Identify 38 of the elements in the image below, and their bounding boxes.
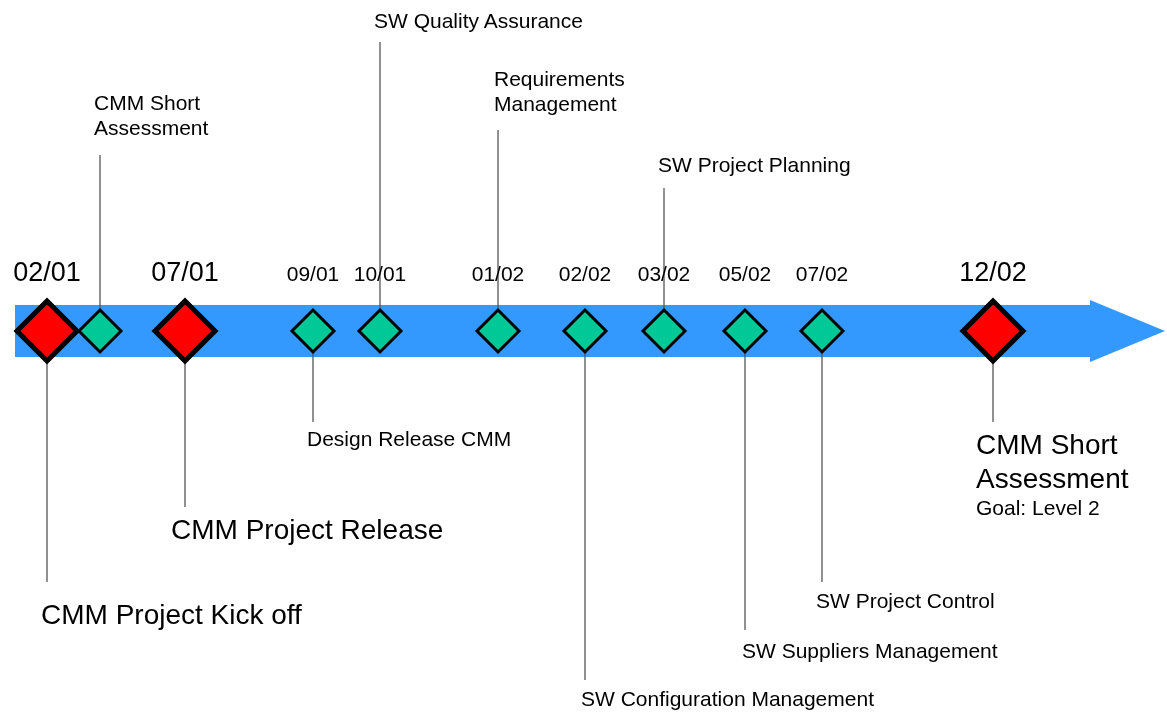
milestone-diamond [289,307,337,355]
milestone-diamond [474,307,522,355]
milestone-diamond [721,307,769,355]
leader-line [312,351,314,423]
date-label: 12/02 [958,256,1028,289]
leader-line [379,41,381,311]
milestone-diamond [561,307,609,355]
milestone-label: CMM Project Release [171,513,444,547]
milestone-label: Design Release CMM [307,426,512,452]
date-label: 07/01 [150,256,220,289]
milestone-diamond [76,307,124,355]
leader-line [744,351,746,631]
milestone-diamond [356,307,404,355]
milestone-diamond [150,296,220,366]
milestone-diamond [798,307,846,355]
milestone-label: Requirements Management [494,66,669,117]
date-label: 07/02 [794,261,850,287]
milestone-label: SW Configuration Management [581,686,874,712]
date-label: 02/01 [12,256,82,289]
milestone-diamond [640,307,688,355]
milestone-label: SW Project Control [816,588,995,614]
date-label: 02/02 [557,261,613,287]
date-label: 01/02 [470,261,526,287]
date-label: 03/02 [636,261,692,287]
leader-line [497,129,499,311]
date-label: 05/02 [717,261,773,287]
milestone-label: CMM Short Assessment [94,90,254,141]
goal-note: Goal: Level 2 [976,495,1101,521]
milestone-label: SW Project Planning [658,152,851,178]
leader-line [99,154,101,311]
milestone-label: CMM Project Kick off [41,598,302,632]
milestone-diamond [958,296,1028,366]
milestone-label: SW Quality Assurance [374,8,583,34]
leader-line [821,351,823,583]
milestone-label: CMM Short Assessment [976,428,1130,496]
milestone-label: SW Suppliers Management [742,638,998,664]
leader-line [584,351,586,681]
leader-line [663,187,665,311]
